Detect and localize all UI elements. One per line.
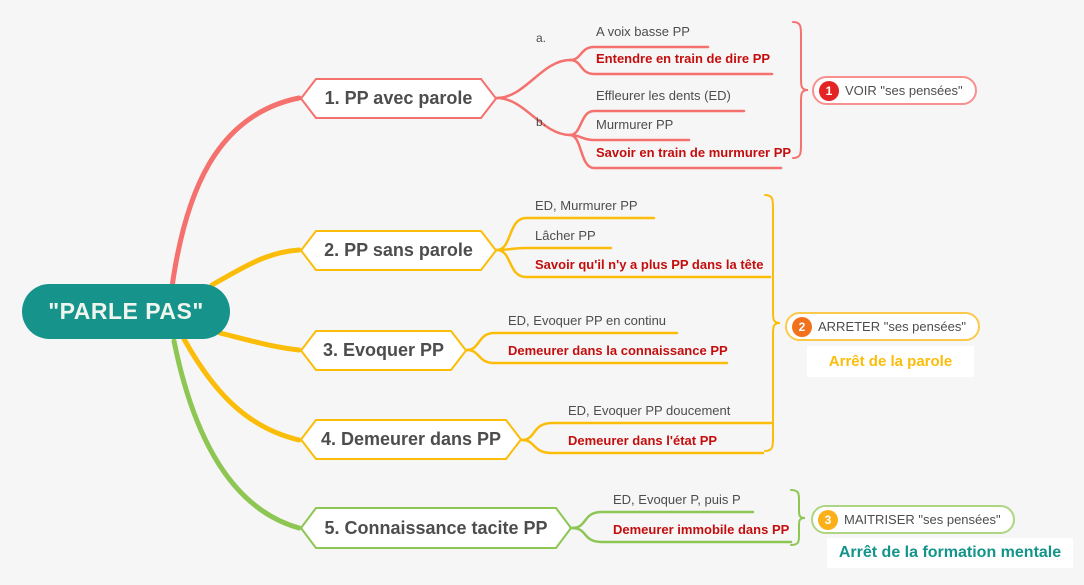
group-pill-maitriser[interactable]: 3 MAITRISER "ses pensées"	[811, 505, 1015, 534]
branch1-subwires	[495, 45, 783, 170]
root-topic-label: "PARLE PAS"	[48, 298, 204, 324]
leaf-ed-evoquer-continu[interactable]: ED, Evoquer PP en continu	[508, 313, 667, 328]
group-pill-voir[interactable]: 1 VOIR "ses pensées"	[812, 76, 977, 105]
topic-label: 4. Demeurer dans PP	[320, 429, 502, 449]
group-pill-label: ARRETER "ses pensées"	[818, 319, 966, 334]
badge-3-icon: 3	[818, 509, 838, 530]
branch-curves	[169, 95, 302, 531]
topic-label: 3. Evoquer PP	[322, 340, 445, 360]
topic-3-evoquer-pp[interactable]: 3. Evoquer PP	[300, 330, 467, 371]
group-pill-label: VOIR "ses pensées"	[845, 83, 963, 98]
caption-arret-parole[interactable]: Arrêt de la parole	[807, 346, 974, 377]
hexagon-shape	[300, 507, 572, 549]
leaf-murmurer-pp[interactable]: Murmurer PP	[596, 117, 674, 132]
leaf-ed-evoquer-doucement[interactable]: ED, Evoquer PP doucement	[568, 403, 731, 418]
brace-group2-icon	[764, 194, 781, 452]
leaf-a-voix-basse[interactable]: A voix basse PP	[596, 24, 690, 39]
topic-label: 5. Connaissance tacite PP	[324, 517, 548, 538]
badge-1-icon: 1	[819, 80, 839, 101]
branch3-subwires	[465, 331, 729, 365]
leaf-savoir-plus-pp[interactable]: Savoir qu'il n'y a plus PP dans la tête	[535, 257, 764, 272]
hexagon-shape	[300, 330, 467, 371]
topic-label: 2. PP sans parole	[324, 240, 473, 260]
brace-group1-icon	[792, 21, 809, 159]
group-pill-arreter[interactable]: 2 ARRETER "ses pensées"	[785, 312, 980, 341]
topic-5-connaissance-tacite-pp[interactable]: 5. Connaissance tacite PP	[300, 507, 572, 549]
hexagon-shape	[300, 419, 522, 460]
leaf-effleurer-dents[interactable]: Effleurer les dents (ED)	[596, 88, 731, 103]
leaf-lacher-pp[interactable]: Lâcher PP	[535, 228, 596, 243]
hexagon-shape	[300, 230, 497, 271]
brace-icons	[764, 21, 809, 546]
topic-2-pp-sans-parole[interactable]: 2. PP sans parole	[300, 230, 497, 271]
topic-label: 1. PP avec parole	[324, 88, 473, 108]
topic-1-pp-avec-parole[interactable]: 1. PP avec parole	[300, 78, 497, 119]
leaf-demeurer-etat[interactable]: Demeurer dans l'état PP	[568, 433, 718, 448]
caption-arret-formation-mentale[interactable]: Arrêt de la formation mentale	[827, 538, 1073, 568]
root-topic[interactable]: "PARLE PAS"	[22, 284, 230, 339]
branch4-subwires	[520, 421, 773, 455]
badge-2-icon: 2	[792, 316, 812, 337]
brace-group3-icon	[790, 489, 806, 546]
leaf-ed-murmurer[interactable]: ED, Murmurer PP	[535, 198, 638, 213]
branch5-subwires	[570, 510, 793, 544]
fork-label-a[interactable]: a.	[536, 31, 547, 45]
group-pill-label: MAITRISER "ses pensées"	[844, 512, 1001, 527]
fork-label-b[interactable]: b.	[536, 115, 547, 129]
leaf-ed-evoquer-p-puis-p[interactable]: ED, Evoquer P, puis P	[613, 492, 741, 507]
hexagon-shape	[300, 78, 497, 119]
topic-4-demeurer-dans-pp[interactable]: 4. Demeurer dans PP	[300, 419, 522, 460]
leaf-demeurer-immobile[interactable]: Demeurer immobile dans PP	[613, 522, 790, 537]
leaf-entendre-dire[interactable]: Entendre en train de dire PP	[596, 51, 771, 66]
leaf-savoir-murmurer[interactable]: Savoir en train de murmurer PP	[596, 145, 792, 160]
branch2-subwires	[495, 216, 772, 279]
leaf-demeurer-connaissance[interactable]: Demeurer dans la connaissance PP	[508, 343, 728, 358]
